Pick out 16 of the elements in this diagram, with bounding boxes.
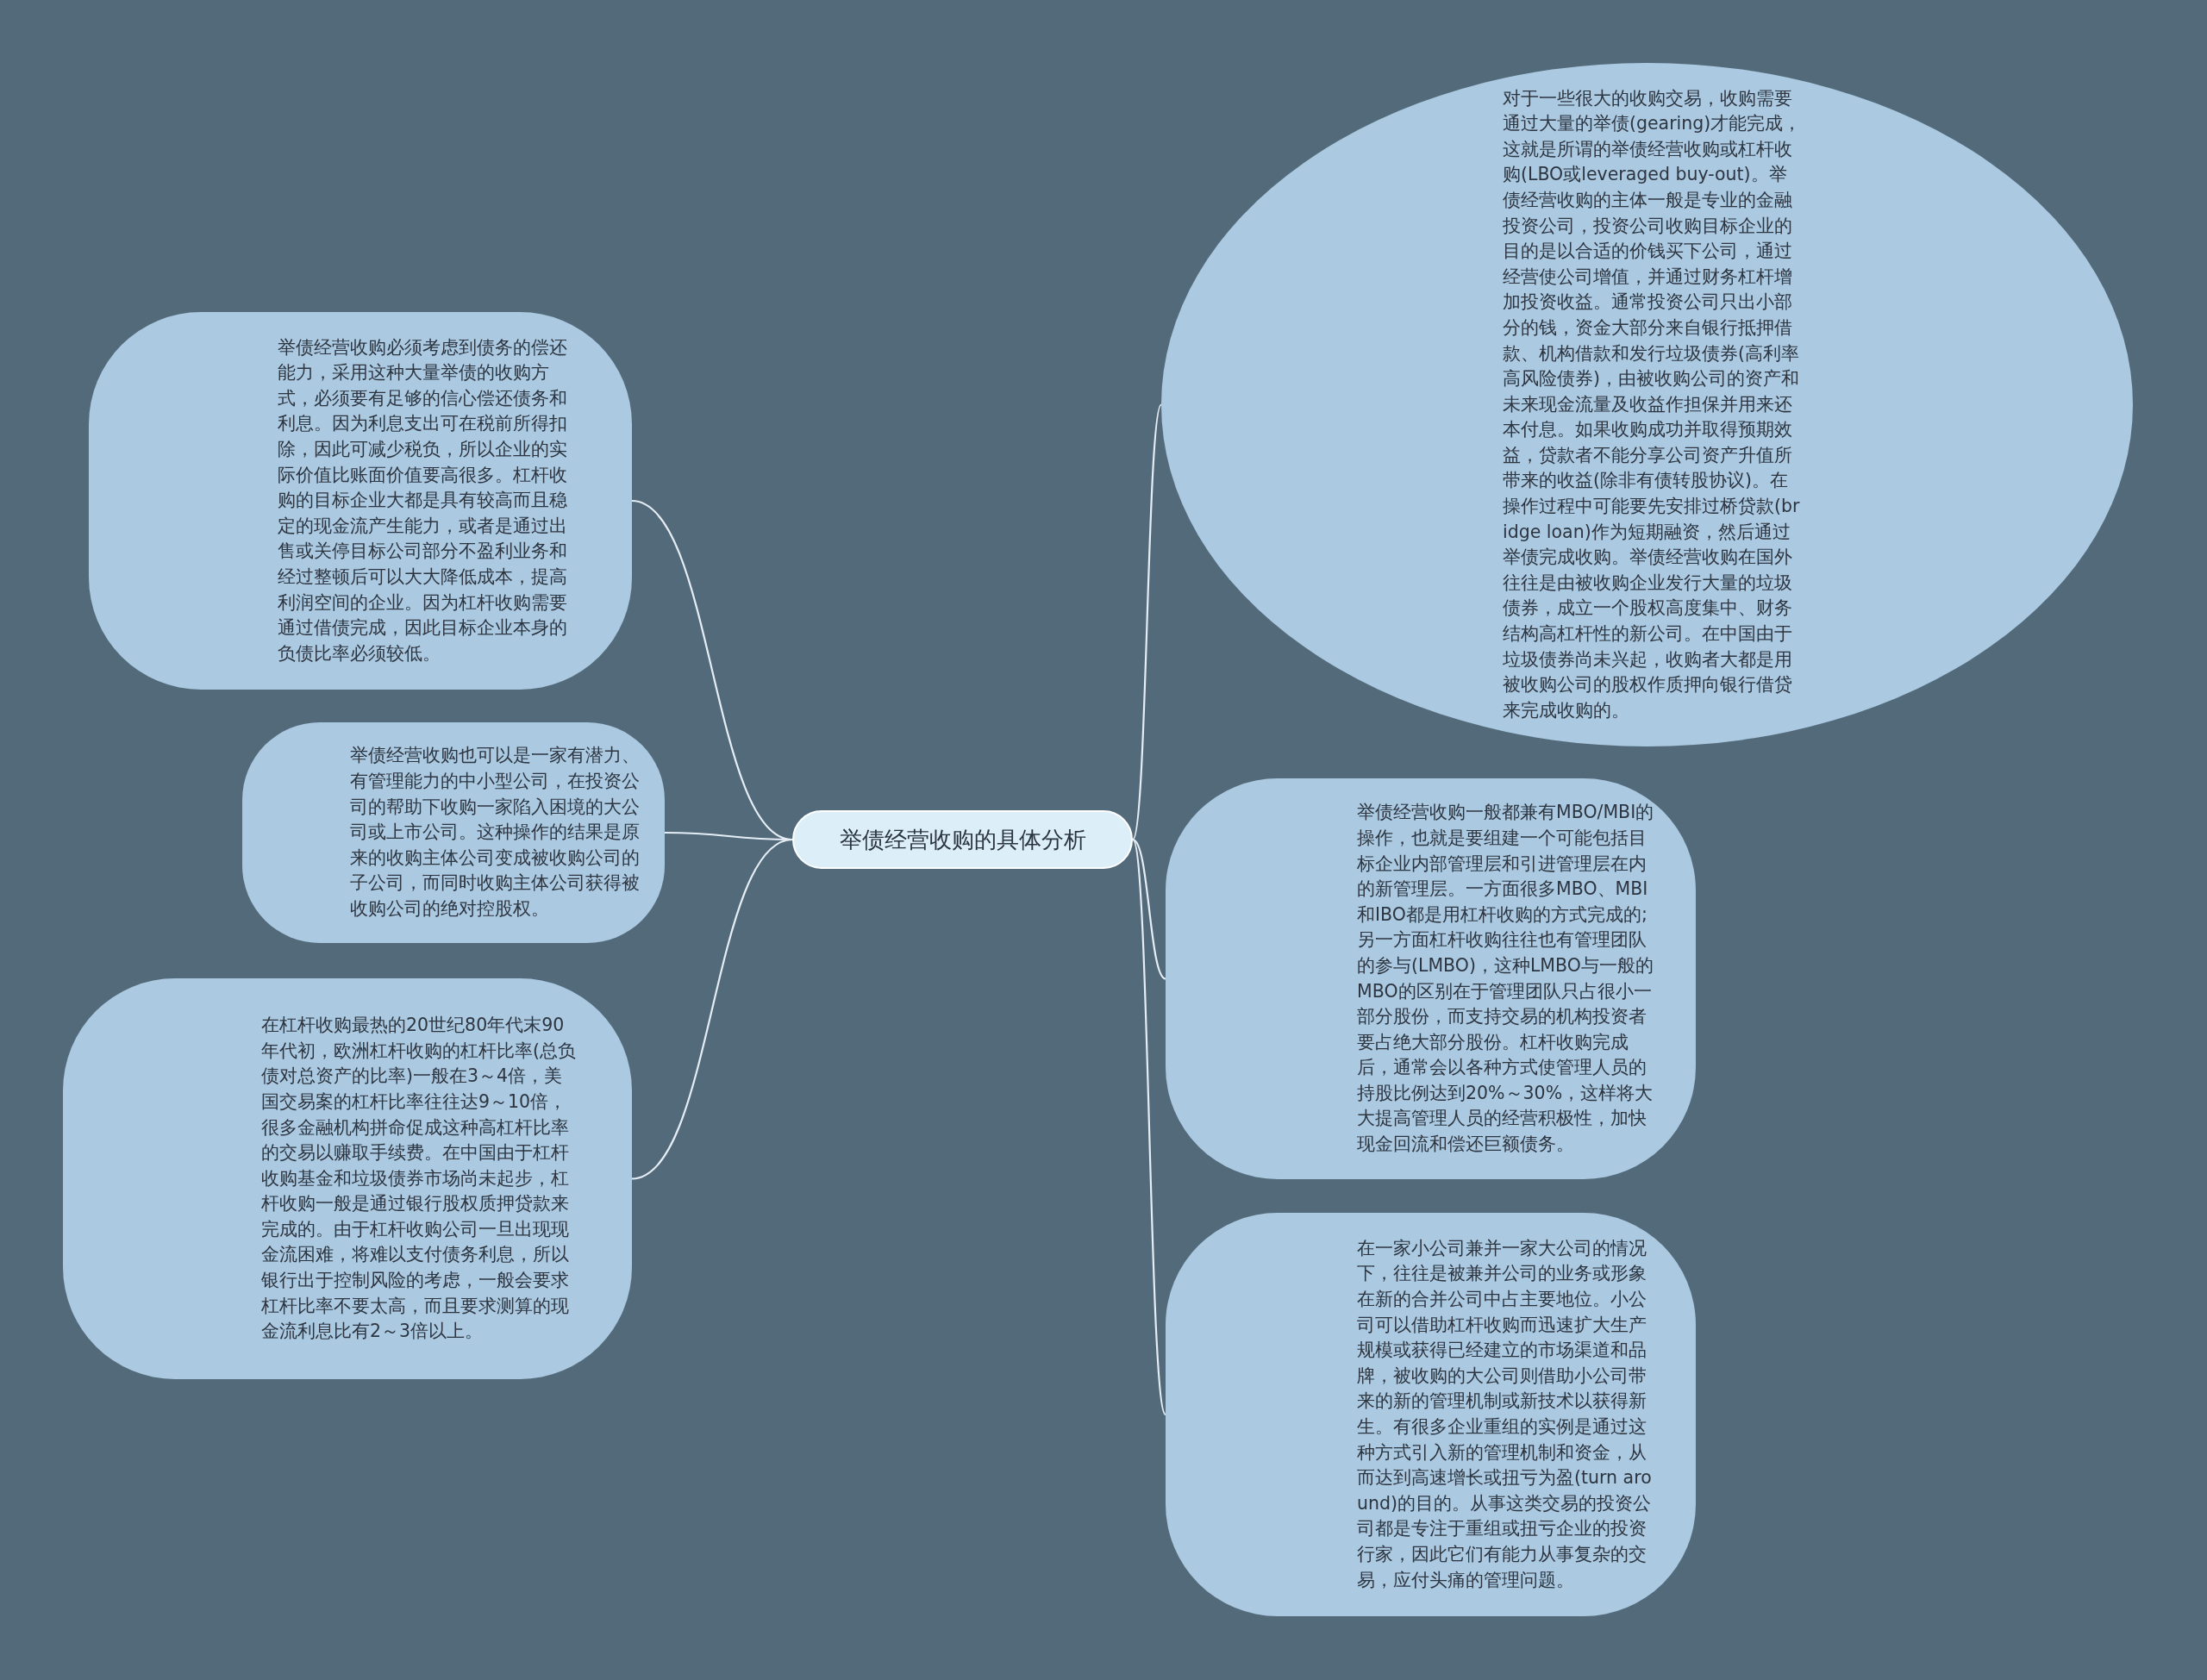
- topic-text: 在杠杆收购最热的20世纪80年代末90年代初，欧洲杠杆收购的杠杆比率(总负债对总资产的比率)一般在3～4倍，美国交易案的杠杆比率往往达9～10倍，很多金融机构拼命促成这种高杠杆比率的交易以赚取手续费。在中国由于杠杆收购基金和垃圾债券市场尚未起步，杠杆收购一般是通过银行股权质押贷款来完成的。由于杠杆收购公司一旦出现现金流困难，将难以支付债务利息，所以银行出于控制风险的考虑，一般会要求杠杆比率不要太高，而且要求测算的现金流利息比有2～3倍以上。: [261, 1014, 576, 1344]
- topic-text: 举债经营收购也可以是一家有潜力、有管理能力的中小型公司，在投资公司的帮助下收购一家陷入困境的大公司或上市公司。这种操作的结果是原来的收购主体公司变成被收购公司的子公司，而同时收购主体公司获得被收购公司的绝对控股权。: [350, 744, 641, 921]
- topic-bubble: [63, 978, 632, 1379]
- connector-line: [1131, 404, 1163, 840]
- topic-text: 对于一些很大的收购交易，收购需要通过大量的举债(gearing)才能完成，这就是所谓的举债经营收购或杠杆收购(LBO或leveraged buy-out)。举债经营收购的主体一般是专业的金融投资公司，投资公司收购目标企业的目的是以合适的价钱买下公司，通过经营使公司增值，并通过财务杠杆增加投资收益。通常投资公司只出小部分的钱，资金大部分来自银行抵押借款、机构借款和发行垃圾债券(高利率高风险债券)，由被收购公司的资产和未来现金流量及收益作担保并用来还本付息。如果收购成功并取得预期效益，贷款者不能分享公司资产升值所带来的收益(除非有债转股协议)。在操作过程中可能要先安排过桥贷款(bridge loan)作为短期融资，然后通过举债完成收购。举债经营收购在国外往往是由被收购企业发行大量的垃圾债券，成立一个股权高度集中、财务结构高杠杆性的新公司。在中国由于垃圾债券尚未兴起，收购者大都是用被收购公司的股权作质押向银行借贷来完成收购的。: [1503, 86, 1803, 722]
- topic-bubble: [242, 722, 665, 943]
- topic-text: 举债经营收购必须考虑到债务的偿还能力，采用这种大量举债的收购方式，必须要有足够的信心偿还债务和利息。因为利息支出可在税前所得扣除，因此可减少税负，所以企业的实际价值比账面价值要高很多。杠杆收购的目标企业大都是具有较高而且稳定的现金流产生能力，或者是通过出售或关停目标公司部分不盈利业务和经过整顿后可以大大降低成本，提高利润空间的企业。因为杠杆收购需要通过借债完成，因此目标企业本身的负债比率必须较低。: [278, 335, 568, 665]
- topic-bubble: [1166, 778, 1696, 1179]
- topic-bubble: [89, 312, 632, 690]
- topic-title: 举债经营收购的具体分析: [839, 826, 1086, 854]
- connector-line: [1132, 839, 1166, 980]
- topic-text: 在一家小公司兼并一家大公司的情况下，往往是被兼并公司的业务或形象在新的合并公司中占主要地位。小公司可以借助杠杆收购而迅速扩大生产规模或获得已经建立的市场渠道和品牌，被收购的大公司则借助小公司带来的新的管理机制或新技术以获得新生。有很多企业重组的实例是通过这种方式引入新的管理机制和资金，从而达到高速增长或扭亏为盈(turn around)的目的。从事这类交易的投资公司都是专注于重组或扭亏企业的投资行家，因此它们有能力从事复杂的交易，应付头痛的管理问题。: [1357, 1236, 1653, 1592]
- connector-line: [631, 838, 793, 1180]
- topic-bubble: [1166, 1213, 1696, 1616]
- connector-line: [1131, 839, 1167, 1415]
- topic-text: 举债经营收购一般都兼有MBO/MBI的操作，也就是要组建一个可能包括目标企业内部管理层和引进管理层在内的新管理层。一方面很多MBO、MBI和IBO都是用杠杆收购的方式完成的;另一方面杠杆收购往往也有管理团队的参与(LMBO)，这种LMBO与一般的MBO的区别在于管理团队只占很小一部分股份，而支持交易的机构投资者要占绝大部分股份。杠杆收购完成后，通常会以各种方式使管理人员的持股比例达到20%～30%，这样将大大提高管理人员的经营积极性，加快现金回流和偿还巨额债务。: [1357, 801, 1655, 1157]
